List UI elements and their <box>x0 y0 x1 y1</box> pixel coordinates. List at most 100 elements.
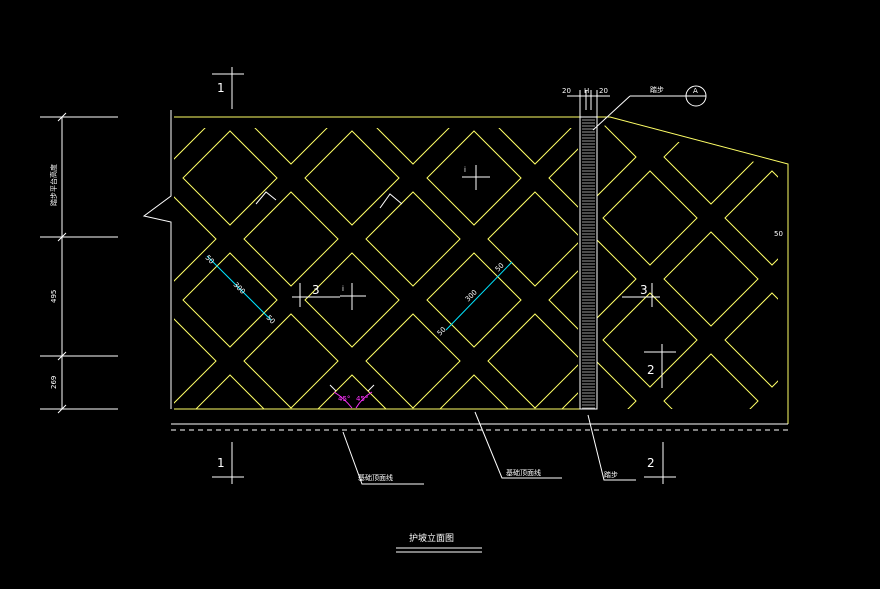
lattice-cell <box>174 196 217 282</box>
foundation-lines <box>171 423 788 431</box>
lattice-cell <box>61 497 155 589</box>
lattice-cell <box>61 375 155 469</box>
lattice-cell <box>426 252 522 348</box>
slope-label-2: i <box>342 285 344 293</box>
callout-foundation-2: 基础顶面线 <box>506 468 541 477</box>
lattice-cell <box>542 476 636 570</box>
drawing-title: 护坡立面图 <box>409 532 454 544</box>
callout-step-bottom: 踏步 <box>604 470 618 479</box>
dim-middle: 495 <box>50 290 58 303</box>
cyan-dimension-mid <box>445 261 513 331</box>
lattice-cell <box>174 318 217 404</box>
lattice-cell <box>847 293 880 387</box>
slope-mark-1 <box>462 165 490 190</box>
lattice-cell <box>254 128 328 165</box>
section-marker-1-bottom <box>212 442 244 484</box>
angle-marks <box>333 391 373 409</box>
lattice-cell <box>61 131 155 225</box>
lattice-cell <box>426 130 522 226</box>
lattice-cell <box>610 70 704 164</box>
section-marker-3-left <box>292 283 340 307</box>
lattice-cell <box>561 392 578 409</box>
lattice-cell <box>786 354 880 448</box>
lattice-cell <box>724 170 778 266</box>
lattice-cell <box>243 191 339 287</box>
slope-mark-2 <box>340 283 366 310</box>
section-label-1-top: 1 <box>217 81 225 95</box>
inner-dim-right-edge: 50 <box>774 230 783 238</box>
lattice-cell <box>663 231 759 327</box>
lattice-left <box>61 70 826 589</box>
lattice-cell <box>304 130 400 226</box>
lattice-cell <box>487 191 578 287</box>
lattice-right <box>542 110 880 570</box>
callout-foundation-1: 基础顶面线 <box>358 473 393 482</box>
top-dim-b: H <box>584 87 589 95</box>
break-line <box>142 110 172 409</box>
foundation-callouts <box>342 411 636 485</box>
lattice-cell <box>786 476 880 570</box>
lattice-cell <box>182 130 278 226</box>
section-label-3-left: 3 <box>312 283 320 297</box>
cyan-dimension-left <box>206 255 272 321</box>
detail-marker: A <box>693 87 698 95</box>
inner-dim-mid-a: 50 <box>436 325 448 337</box>
lattice-cell <box>786 110 880 204</box>
lattice-cell <box>724 292 778 388</box>
lattice-cell <box>244 436 338 530</box>
joint-ticks <box>255 191 403 209</box>
angle-label-2: 45° <box>356 395 368 403</box>
lattice-cell <box>498 128 572 165</box>
section-label-1-bottom: 1 <box>217 456 225 470</box>
lattice-cell <box>304 252 400 348</box>
step-column <box>579 116 598 410</box>
slope-label-1: i <box>464 166 466 174</box>
top-dim-c: 20 <box>599 87 608 95</box>
lattice-cell <box>195 374 265 409</box>
left-dimension-chain <box>40 112 118 414</box>
lattice-cell <box>243 313 339 409</box>
lattice-cell <box>549 497 643 589</box>
lattice-cell <box>376 128 450 165</box>
lattice-cell <box>597 353 637 409</box>
slope-outline <box>174 116 789 424</box>
top-dim-a: 20 <box>562 87 571 95</box>
angle-label-1: 45° <box>338 395 350 403</box>
section-label-2-bottom: 2 <box>647 456 655 470</box>
lattice-cell <box>317 374 387 409</box>
lattice-cell <box>597 124 637 205</box>
lattice-cell <box>664 476 758 570</box>
lattice-cell <box>732 436 826 530</box>
lattice-cell <box>663 124 759 205</box>
lattice-cell <box>663 353 759 409</box>
dim-bottom: 269 <box>50 376 58 389</box>
lattice-cell <box>183 497 277 589</box>
lattice-cell <box>487 313 578 409</box>
angle-ticks <box>329 384 375 392</box>
step-callout-top <box>592 85 707 131</box>
lattice-cell <box>365 313 461 409</box>
section-marker-2-bottom <box>644 442 676 484</box>
lattice-cell <box>61 253 155 347</box>
inner-dim-mid-c: 50 <box>494 261 506 273</box>
lattice-cell <box>488 436 582 530</box>
section-marker-2-inner <box>644 344 676 388</box>
section-label-2-inner: 2 <box>647 363 655 377</box>
lattice-cell <box>439 374 509 409</box>
lattice-cell <box>548 148 578 208</box>
lattice-cell <box>602 292 698 388</box>
lattice-cell <box>548 270 578 330</box>
lattice-cell <box>122 436 216 530</box>
lattice-cell <box>610 436 704 530</box>
lattice-cell <box>725 415 819 509</box>
title-underline <box>396 547 482 553</box>
section-marker-1-top <box>212 67 244 109</box>
step-callout-top-label: 踏步 <box>650 85 664 94</box>
lattice-cell <box>597 231 637 327</box>
lattice-cell <box>671 497 765 589</box>
lattice-cell <box>366 436 460 530</box>
lattice-cell <box>847 171 880 265</box>
lattice-cell <box>786 232 880 326</box>
lattice-cell <box>732 70 826 164</box>
